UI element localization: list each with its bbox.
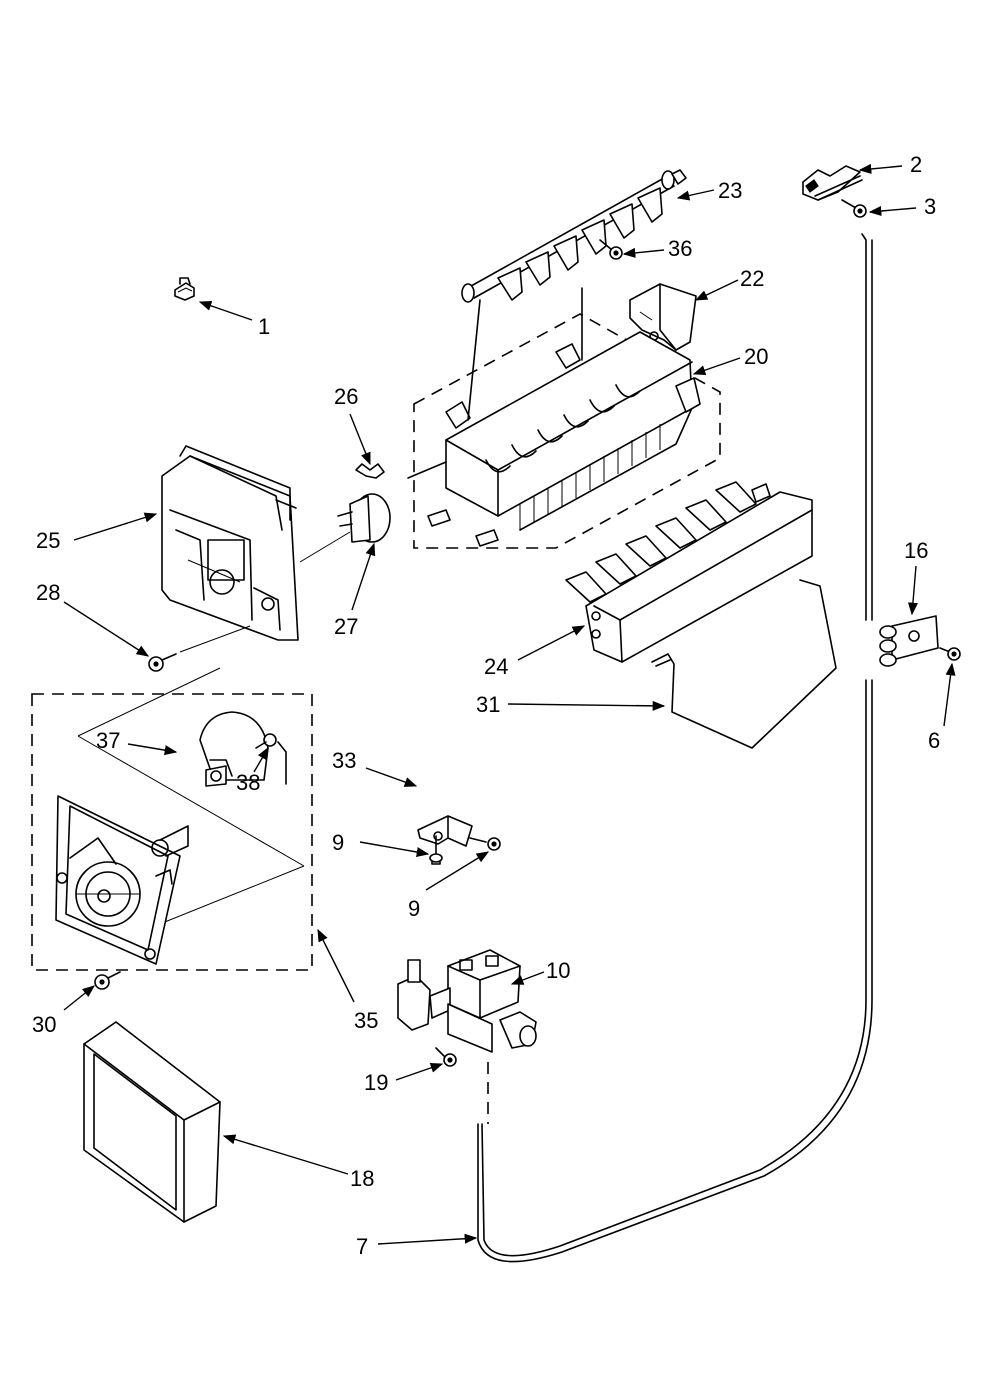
- part-30-screw: [94, 971, 121, 990]
- part-36-screw: [599, 239, 623, 260]
- callout-1: 1: [258, 314, 270, 339]
- callout-25: 25: [36, 528, 60, 553]
- part-7-water-tube: [477, 233, 873, 1263]
- callout-37: 37: [96, 728, 120, 753]
- part-18-cover: [83, 1021, 221, 1223]
- callout-10: 10: [546, 958, 570, 983]
- callout-36: 36: [668, 236, 692, 261]
- callout-20: 20: [744, 344, 768, 369]
- part-28-screw: [148, 625, 251, 672]
- part-2-bracket: [802, 165, 863, 201]
- part-23-ejector: [461, 169, 687, 303]
- part-3-screw: [841, 199, 867, 218]
- callout-23: 23: [718, 178, 742, 203]
- callout-6: 6: [928, 728, 940, 753]
- part-10-water-valve: [397, 949, 537, 1053]
- callout-2: 2: [910, 152, 922, 177]
- callout-18: 18: [350, 1166, 374, 1191]
- callout-leaders: [63, 163, 956, 1245]
- part-38-screw: [255, 733, 277, 749]
- callout-7: 7: [356, 1234, 368, 1259]
- callout-3: 3: [924, 194, 936, 219]
- callout-22: 22: [740, 266, 764, 291]
- part-31-wire-arm: [651, 579, 837, 749]
- part-27-thermostat: [299, 493, 391, 563]
- callout-35: 35: [354, 1008, 378, 1033]
- part-22-cover: [629, 283, 697, 351]
- part-20-ice-mold: [407, 287, 721, 549]
- callout-33: 33: [332, 748, 356, 773]
- part-35-module-assembly: [31, 667, 313, 971]
- callout-38: 38: [236, 770, 260, 795]
- callout-26: 26: [334, 384, 358, 409]
- part-25-housing: [161, 445, 299, 641]
- part-9-screw-vertical: [429, 835, 443, 865]
- part-1-clip: [174, 277, 195, 301]
- callout-19: 19: [364, 1070, 388, 1095]
- part-24-stripper: [565, 481, 813, 663]
- part-9-screw-angled: [469, 837, 501, 851]
- callout-30: 30: [32, 1012, 56, 1037]
- callout-16: 16: [904, 538, 928, 563]
- callout-labels: 1 2 3 6 7 9 9 10 16 18 19 20 22 23 24 25…: [32, 152, 940, 1259]
- part-26-clip: [355, 463, 385, 479]
- callout-9-b: 9: [408, 896, 420, 921]
- callout-28: 28: [36, 580, 60, 605]
- callout-9-a: 9: [332, 830, 344, 855]
- part-33-bracket: [417, 815, 473, 847]
- part-19-screw: [435, 1047, 457, 1067]
- callout-27: 27: [334, 614, 358, 639]
- part-16-clamp: [879, 615, 939, 667]
- part-6-screw: [939, 647, 961, 661]
- callout-24: 24: [484, 654, 508, 679]
- callout-31: 31: [476, 692, 500, 717]
